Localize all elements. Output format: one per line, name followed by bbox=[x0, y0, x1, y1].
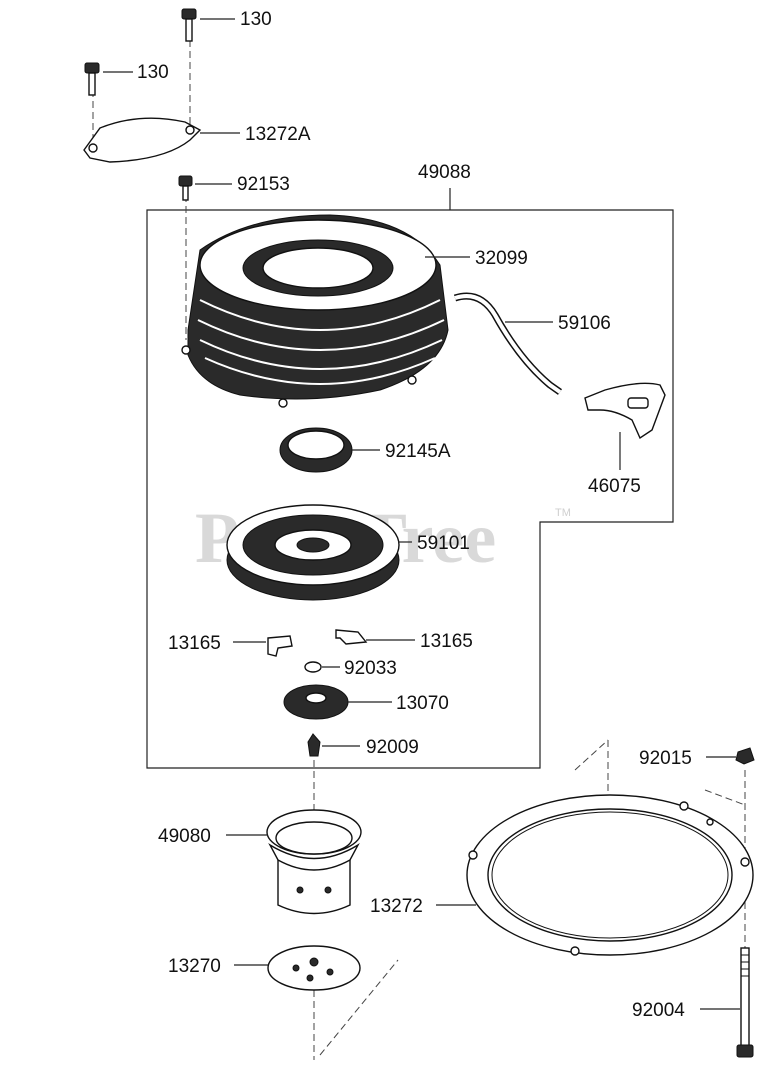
centerline-13272-diag bbox=[574, 739, 609, 771]
pawl-13165-left bbox=[267, 635, 293, 657]
nut-92015 bbox=[735, 747, 755, 765]
plate-13270 bbox=[267, 945, 361, 991]
recoil-housing-32099 bbox=[181, 214, 449, 408]
centerline-13270-diag bbox=[319, 959, 399, 1056]
label-59106: 59106 bbox=[558, 313, 611, 334]
cover-hole-left bbox=[88, 143, 98, 153]
label-92153: 92153 bbox=[237, 174, 290, 195]
label-13070: 13070 bbox=[396, 693, 449, 714]
label-13272: 13272 bbox=[370, 896, 423, 917]
label-13272A: 13272A bbox=[245, 124, 311, 145]
stud-bolt-92004 bbox=[736, 947, 754, 1058]
starter-handle-46075 bbox=[584, 382, 666, 440]
label-92009: 92009 bbox=[366, 737, 419, 758]
starter-cup-49080 bbox=[266, 809, 362, 915]
handle-slot bbox=[627, 397, 649, 409]
label-130-b: 130 bbox=[137, 62, 169, 83]
label-92145A: 92145A bbox=[385, 441, 451, 462]
label-92015: 92015 bbox=[639, 748, 692, 769]
bolt-130-top bbox=[181, 8, 197, 42]
label-59101: 59101 bbox=[417, 533, 470, 554]
starter-rope-inner bbox=[454, 294, 562, 394]
washer-92033 bbox=[304, 661, 322, 673]
centerline-92015-diag bbox=[704, 789, 746, 806]
screw-92009 bbox=[307, 733, 321, 757]
cover-hole-right bbox=[185, 125, 195, 135]
label-13165-right: 13165 bbox=[420, 631, 473, 652]
label-46075: 46075 bbox=[588, 476, 641, 497]
reel-pulley-59101 bbox=[226, 504, 400, 601]
label-130-a: 130 bbox=[240, 9, 272, 30]
label-92004: 92004 bbox=[632, 1000, 685, 1021]
label-49088: 49088 bbox=[418, 162, 471, 183]
ratchet-13070 bbox=[283, 684, 349, 720]
cover-plate-13272A bbox=[83, 117, 202, 163]
label-32099: 32099 bbox=[475, 248, 528, 269]
label-49080: 49080 bbox=[158, 826, 211, 847]
assembly-box-49088 bbox=[146, 209, 674, 769]
pawl-13165-right bbox=[335, 629, 368, 645]
bolt-92153 bbox=[178, 175, 193, 201]
recoil-spring-92145A bbox=[279, 427, 353, 473]
label-13165-left: 13165 bbox=[168, 633, 221, 654]
bolt-130-left bbox=[84, 62, 100, 96]
label-92033: 92033 bbox=[344, 658, 397, 679]
gasket-13272 bbox=[466, 794, 754, 956]
watermark-tm: TM bbox=[555, 507, 571, 519]
label-13270: 13270 bbox=[168, 956, 221, 977]
